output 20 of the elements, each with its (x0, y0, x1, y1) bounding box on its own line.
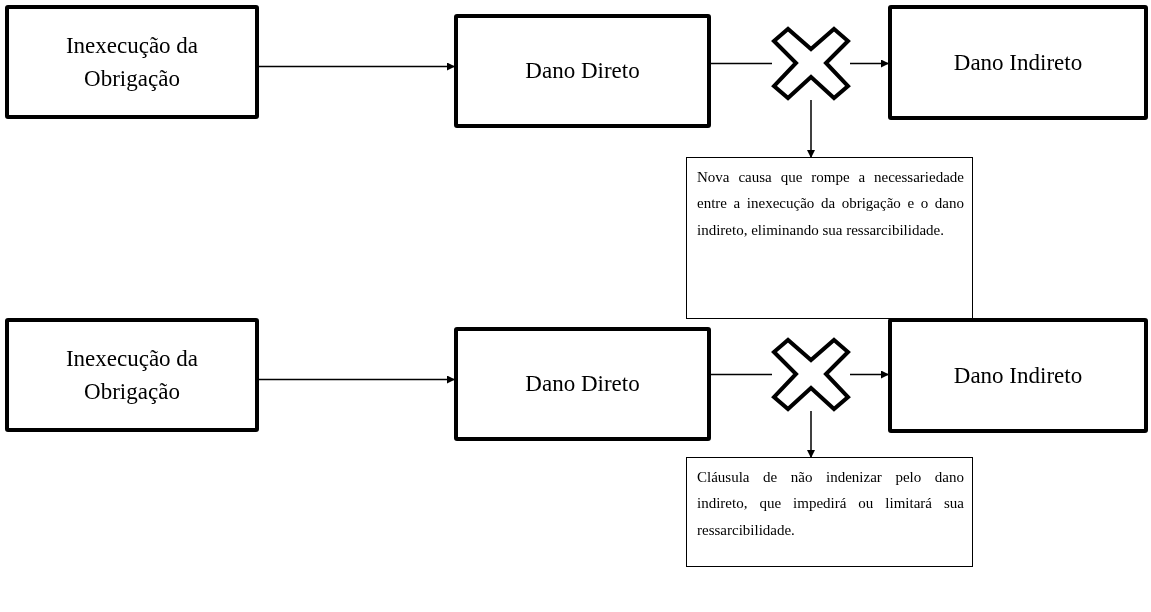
process-box (888, 5, 1148, 120)
box-label: Dano Indireto (953, 48, 1083, 77)
process-box (5, 318, 259, 432)
note-text: Cláusula de não indenizar pelo dano indireto, que impedirá ou limitará sua ressarcibilidade. (697, 468, 964, 540)
cross-shape (772, 27, 850, 100)
note-box (686, 157, 973, 319)
box-label: Inexecução da Obrigação (64, 31, 200, 93)
note-text: Nova causa que rompe a necessariedade entre a inexecução da obrigação e o dano indireto, eliminando sua ressarcibilidade. (697, 168, 964, 240)
box-label: Dano Direto (525, 370, 640, 399)
process-box (5, 5, 259, 119)
note-box (686, 457, 973, 567)
box-label: Dano Indireto (953, 361, 1083, 390)
process-box (888, 318, 1148, 433)
box-label: Inexecução da Obrigação (64, 344, 200, 406)
arrow (258, 62, 455, 71)
arrow (258, 375, 455, 384)
process-box (454, 327, 711, 441)
cross-shape (772, 338, 850, 411)
box-label: Dano Direto (525, 57, 640, 86)
process-box (454, 14, 711, 128)
